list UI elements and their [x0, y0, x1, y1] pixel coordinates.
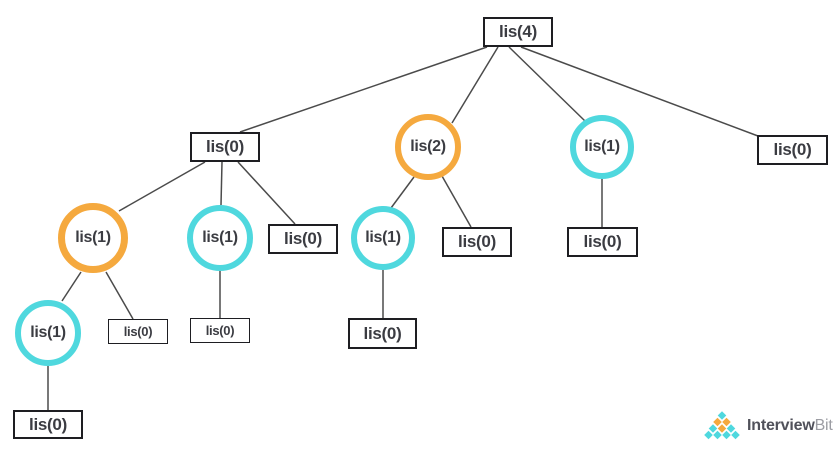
tree-edge-5-11	[61, 271, 82, 302]
tree-edge-1-7	[237, 161, 296, 225]
tree-edge-0-1	[239, 46, 488, 133]
node-lis0-15: lis(0)	[13, 410, 83, 439]
pyramid-diamond	[726, 424, 736, 433]
node-lis1-8: lis(1)	[351, 206, 415, 270]
interviewbit-pyramid-icon	[704, 411, 740, 440]
pyramid-diamond	[708, 424, 718, 433]
node-lis1-3: lis(1)	[570, 115, 634, 179]
pyramid-diamond	[713, 430, 722, 440]
node-lis0-4: lis(0)	[757, 135, 828, 165]
pyramid-diamond	[717, 424, 727, 433]
node-lis0-9: lis(0)	[442, 227, 512, 257]
tree-edge-5-12	[105, 271, 134, 320]
node-lis0-14: lis(0)	[348, 318, 417, 349]
tree-edge-0-3	[508, 46, 586, 122]
tree-edge-2-8	[390, 176, 415, 209]
node-lis1-6: lis(1)	[187, 205, 253, 271]
node-lis0-1: lis(0)	[190, 132, 260, 162]
tree-edge-2-9	[441, 175, 472, 228]
pyramid-diamond	[713, 417, 722, 427]
node-lis2-2: lis(2)	[395, 114, 461, 180]
pyramid-diamond	[704, 430, 713, 440]
pyramid-diamond	[722, 430, 731, 440]
tree-edge-0-2	[451, 46, 499, 124]
tree-edge-1-5	[118, 161, 206, 212]
logo-text-bit: Bit	[814, 417, 833, 434]
pyramid-diamond	[717, 411, 727, 420]
node-lis0-7: lis(0)	[268, 224, 338, 254]
tree-edge-0-4	[520, 46, 759, 137]
node-lis1-5: lis(1)	[58, 203, 128, 273]
interviewbit-logo-text: InterviewBit	[747, 418, 833, 434]
logo-text-interview: Interview	[747, 417, 815, 434]
node-lis0-10: lis(0)	[567, 227, 638, 257]
node-lis1-11: lis(1)	[15, 300, 81, 366]
node-lis4-root: lis(4)	[483, 17, 553, 47]
interviewbit-logo: InterviewBit	[704, 411, 833, 441]
node-lis0-12: lis(0)	[108, 319, 168, 344]
pyramid-diamond	[722, 417, 731, 427]
tree-edge-1-6	[220, 161, 223, 206]
pyramid-diamond	[731, 430, 740, 440]
node-lis0-13: lis(0)	[190, 318, 250, 343]
